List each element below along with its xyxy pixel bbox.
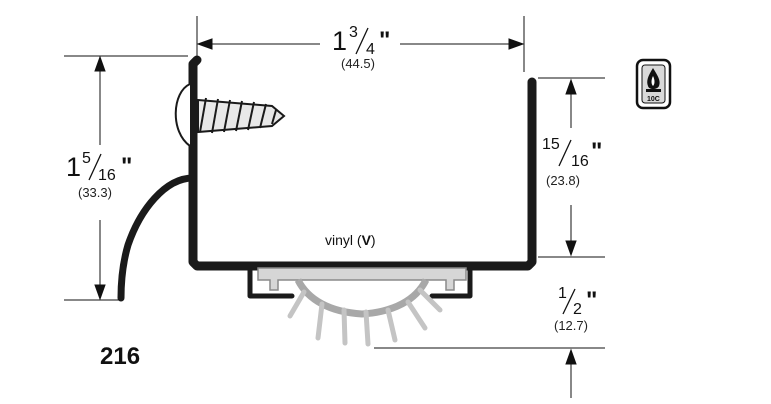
vinyl-insert (257, 267, 467, 347)
width-mark: " (379, 27, 390, 54)
insert-base (257, 267, 467, 291)
dimension-lines (64, 16, 605, 398)
height-mark: " (121, 153, 132, 180)
flange-metric: (23.8) (546, 173, 580, 188)
sweep-metric: (12.7) (554, 318, 588, 333)
height-num: 5 (82, 150, 91, 167)
insert-fins (287, 287, 443, 347)
flange-dimension-label: 15 16 " (23.8) (542, 136, 602, 188)
sweep-mark: " (586, 287, 597, 314)
sweep-den: 2 (573, 301, 582, 318)
flange-mark: " (591, 138, 602, 165)
flange-den: 16 (571, 153, 589, 170)
width-den: 4 (366, 41, 375, 58)
width-metric: (44.5) (341, 56, 375, 71)
insert-channel (247, 265, 473, 299)
model-number: 216 (100, 343, 140, 370)
screw-head (174, 83, 191, 147)
flange-num: 15 (542, 136, 560, 153)
height-den: 16 (98, 167, 116, 184)
width-dimension-label: 1 3 4 " (44.5) (332, 24, 390, 71)
fire-rating-icon: 10C (635, 58, 672, 110)
screw (174, 83, 286, 147)
width-num: 3 (349, 24, 358, 41)
insert-arc (294, 278, 430, 318)
height-metric: (33.3) (78, 185, 112, 200)
screw-threads (199, 97, 277, 134)
drip-lip (117, 174, 197, 302)
channel-outline (188, 55, 537, 271)
screw-shank (197, 98, 286, 134)
height-dimension-label: 1 5 16 " (33.3) (66, 150, 132, 200)
aluminum-channel (117, 55, 537, 302)
width-whole: 1 (332, 26, 347, 56)
sweep-num: 1 (558, 285, 567, 302)
height-whole: 1 (66, 152, 81, 182)
sweep-dimension-label: 1 2 " (12.7) (554, 285, 597, 333)
material-label: vinyl (V) (325, 232, 376, 248)
fire-rating-label: 10C (647, 96, 660, 103)
